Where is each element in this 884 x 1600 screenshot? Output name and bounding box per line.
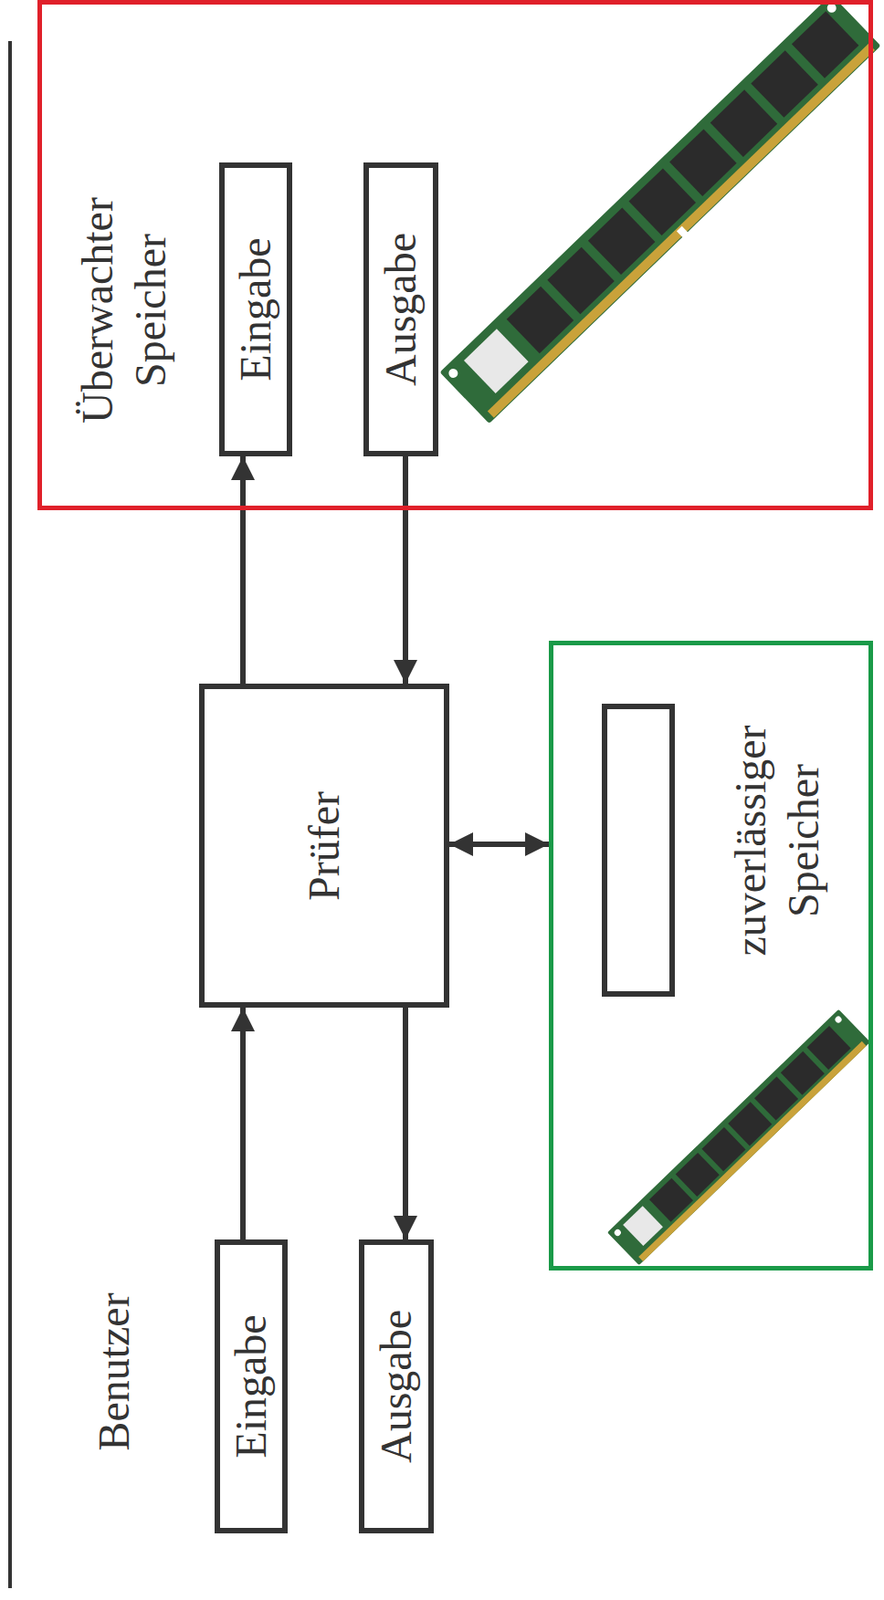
reliable-memory-region: zuverlässiger Speicher xyxy=(548,641,874,1272)
input-box: Eingabe xyxy=(214,1240,288,1535)
arrow-connector xyxy=(449,841,549,848)
ram-module xyxy=(607,1010,871,1266)
role-label: Benutzer xyxy=(87,1293,141,1452)
divider-line xyxy=(8,41,12,1590)
output-box: Ausgabe xyxy=(363,162,439,457)
checker-box: Prüfer xyxy=(199,684,450,1009)
memory-box xyxy=(601,704,675,998)
box-label: Eingabe xyxy=(229,237,283,381)
box-label: Ausgabe xyxy=(374,232,428,387)
box-label: Ausgabe xyxy=(369,1310,423,1464)
arrow-connector xyxy=(240,456,246,685)
box-label: Prüfer xyxy=(297,791,351,902)
input-box: Eingabe xyxy=(219,162,293,457)
region-title: zuverlässiger Speicher xyxy=(724,658,831,1024)
arrow-connector xyxy=(240,1008,246,1241)
region-title: Überwachter Speicher xyxy=(71,136,178,485)
monitored-memory-region: Überwachter Speicher Eingabe Ausgabe xyxy=(37,0,874,511)
arrow-connector xyxy=(402,456,409,685)
box-label: Eingabe xyxy=(224,1315,278,1459)
output-box: Ausgabe xyxy=(358,1240,434,1535)
arrow-connector xyxy=(402,1008,409,1241)
ram-module xyxy=(440,0,883,425)
